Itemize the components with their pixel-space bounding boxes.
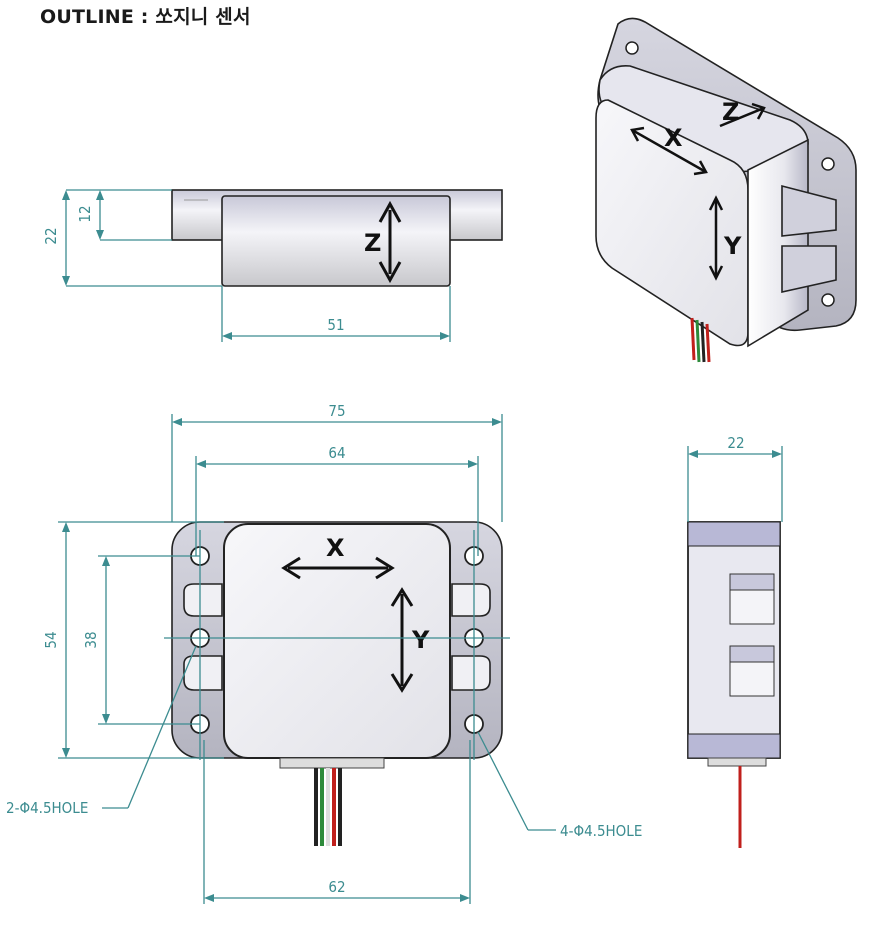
x-axis-arrow [281,556,395,580]
iso-y-arrow [708,195,724,281]
z-axis-label: Z [364,229,381,257]
iso-x-label: X [664,124,683,152]
dim-right-width: 22 [727,434,744,452]
dim-top-total: 75 [328,402,345,420]
iso-z-arrow [719,102,766,128]
label-hole-right: 4-Φ4.5HOLE [560,822,642,840]
dim-top-holes: 64 [328,444,345,462]
isometric-view: X Z Y [595,17,857,363]
dim-top-inner: 38 [82,631,100,648]
dim-side-flange: 12 [76,205,94,222]
page-title: OUTLINE : 쏘지니 센서 [40,6,251,28]
y-axis-label: Y [411,626,430,654]
label-hole-left: 2-Φ4.5HOLE [6,799,88,817]
z-axis-arrow [378,200,402,284]
dim-side-width: 51 [327,316,344,334]
dim-side-height: 22 [42,227,60,244]
x-axis-label: X [326,534,345,562]
dim-bottom-width: 62 [328,878,345,896]
top-view: X Y 75 64 54 [6,402,642,904]
side-view: Z 22 12 51 [42,189,503,342]
iso-x-arrow [630,126,708,176]
iso-z-label: Z [722,98,739,126]
iso-y-label: Y [723,232,742,260]
dim-top-height: 54 [42,631,60,648]
cable [314,768,342,846]
right-side-view: 22 [687,434,783,848]
y-axis-arrow [390,587,414,693]
